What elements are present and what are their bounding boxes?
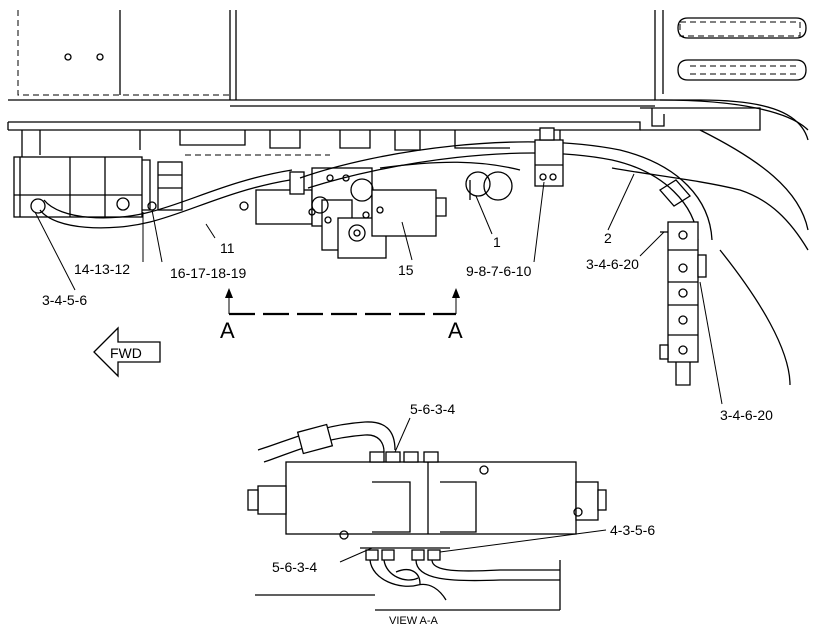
callout-15: 15 bbox=[398, 262, 414, 278]
center-control-valve bbox=[239, 167, 447, 259]
callout-3-4-6-20-lower: 3-4-6-20 bbox=[720, 407, 773, 423]
callout-11: 11 bbox=[220, 240, 235, 256]
callout-2: 2 bbox=[604, 230, 612, 246]
section-letter-left: A bbox=[220, 318, 235, 343]
right-stack-valve bbox=[659, 221, 707, 386]
callout-5-6-3-4-bottom: 5-6-3-4 bbox=[272, 559, 317, 575]
hose-2 bbox=[299, 141, 713, 241]
fwd-arrow bbox=[93, 326, 161, 378]
view-a-a-detail bbox=[247, 417, 607, 611]
section-line-a-a bbox=[225, 288, 460, 316]
callout-5-6-3-4-top: 5-6-3-4 bbox=[410, 401, 455, 417]
callout-14-13-12: 14-13-12 bbox=[74, 261, 130, 277]
manifold-block-9 bbox=[534, 127, 564, 187]
callout-1: 1 bbox=[493, 234, 501, 250]
hose-1-fitting bbox=[465, 171, 513, 201]
left-pump-assembly bbox=[13, 156, 183, 218]
frame-structure bbox=[7, 10, 809, 386]
callout-9-8-7-6-10: 9-8-7-6-10 bbox=[466, 263, 532, 279]
callout-4-3-5-6: 4-3-5-6 bbox=[610, 522, 655, 538]
fwd-label: FWD bbox=[110, 345, 142, 361]
hose-11 bbox=[39, 169, 293, 229]
callout-3-4-6-20-upper: 3-4-6-20 bbox=[586, 256, 639, 272]
callout-16-17-18-19: 16-17-18-19 bbox=[170, 265, 246, 281]
view-caption: VIEW A-A bbox=[389, 615, 439, 627]
callout-3-4-5-6-left: 3-4-5-6 bbox=[42, 292, 87, 308]
section-letter-right: A bbox=[448, 318, 463, 343]
leader-lines bbox=[34, 173, 723, 405]
